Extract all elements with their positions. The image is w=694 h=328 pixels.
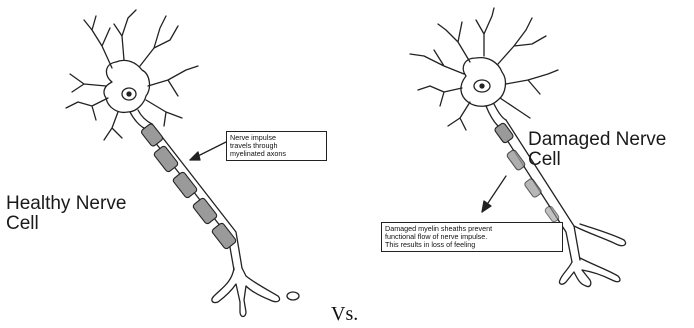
healthy-myelin-sheath xyxy=(140,123,163,147)
damaged-dendrite xyxy=(500,98,530,118)
damaged-annotation-box: Damaged myelin sheaths prevent functiona… xyxy=(381,222,563,252)
healthy-neuron xyxy=(66,10,299,317)
healthy-dendrite xyxy=(104,112,122,140)
healthy-myelin-sheath xyxy=(192,197,218,225)
damaged-myelin-sheath xyxy=(524,178,543,198)
damaged-myelin-sheath xyxy=(506,149,526,171)
healthy-dendrite xyxy=(66,98,108,120)
damaged-title-line2: Cell xyxy=(528,150,666,170)
damaged-note-line3: This results in loss of feeling xyxy=(385,241,559,249)
healthy-dendrite xyxy=(70,74,106,92)
damaged-axon-terminal xyxy=(559,258,620,287)
healthy-title-line1: Healthy Nerve xyxy=(6,194,126,214)
healthy-axon-terminal xyxy=(212,268,280,317)
healthy-annotation-box: Nerve impulse travels through myelinated… xyxy=(226,131,327,161)
healthy-dendrite xyxy=(148,66,198,96)
healthy-dendrite xyxy=(84,16,112,68)
healthy-axon xyxy=(144,128,234,270)
damaged-nerve-cell-title: Damaged Nerve Cell xyxy=(528,130,666,170)
healthy-dendrite xyxy=(140,16,178,66)
healthy-title-line2: Cell xyxy=(6,214,126,234)
damaged-cell-body xyxy=(461,58,506,107)
comparison-label: Vs. xyxy=(331,303,358,326)
damaged-title-line1: Damaged Nerve xyxy=(528,130,666,150)
damaged-dendrite xyxy=(418,86,462,106)
healthy-dendrite xyxy=(146,100,182,126)
healthy-cell-body xyxy=(104,60,149,112)
healthy-myelin-sheath xyxy=(211,222,237,250)
damaged-dendrite xyxy=(498,18,546,64)
damaged-myelin-sheath xyxy=(544,205,560,223)
healthy-myelin-sheath xyxy=(172,171,198,199)
healthy-dendrite xyxy=(114,10,136,60)
damaged-dendrite xyxy=(410,50,464,74)
damaged-dendrite xyxy=(438,22,470,62)
healthy-nerve-cell-title: Healthy Nerve Cell xyxy=(6,194,126,234)
damaged-dendrite xyxy=(448,102,470,130)
healthy-note-line3: myelinated axons xyxy=(230,150,323,158)
damaged-dendrite xyxy=(506,70,558,94)
damaged-dendrite xyxy=(476,8,494,56)
